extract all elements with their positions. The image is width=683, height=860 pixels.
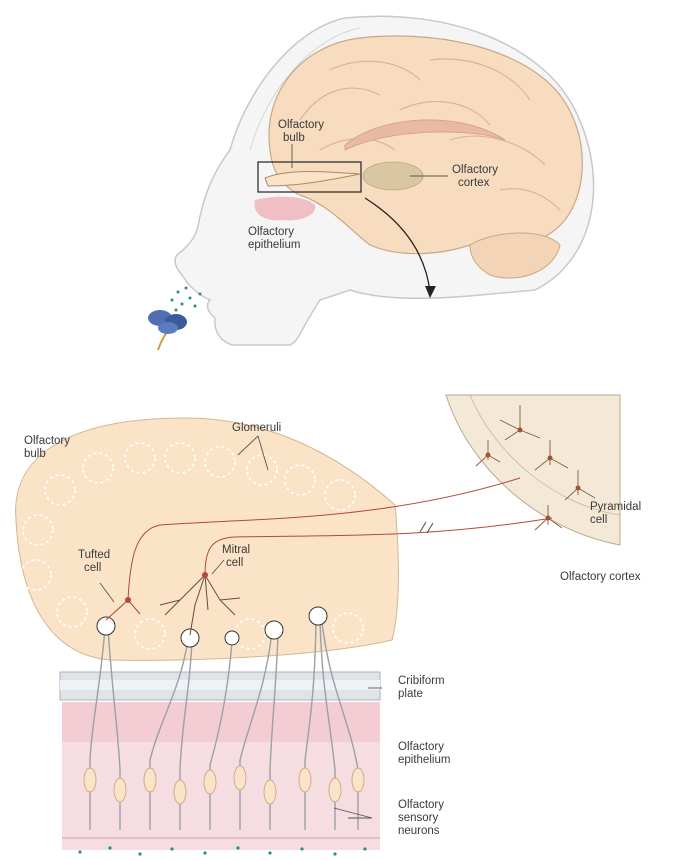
olfactory-epithelium-region [255, 197, 316, 221]
label-olfactory-sensory-neurons: Olfactory [398, 799, 444, 811]
top-label-olfactory-cortex: Olfactory [452, 164, 498, 176]
axon-break-marks [420, 522, 433, 533]
top-label-olfactory-cortex: cortex [458, 177, 490, 189]
flower-icon [148, 310, 187, 350]
top-label-olfactory-bulb: bulb [283, 132, 305, 144]
olfactory-epithelium [62, 702, 380, 850]
label-olfactory-sensory-neurons: sensory [398, 812, 439, 824]
label-mitral-cell: cell [226, 557, 243, 569]
label-olfactory-epithelium: Olfactory [398, 741, 444, 753]
label-olfactory-bulb: Olfactory [24, 435, 70, 447]
label-tufted-cell: cell [84, 562, 101, 574]
label-olfactory-epithelium: epithelium [398, 754, 450, 766]
label-pyramidal-cell: cell [590, 514, 607, 526]
top-label-olfactory-epithelium: Olfactory [248, 226, 294, 238]
label-pyramidal-cell: Pyramidal [590, 501, 641, 513]
top-label-olfactory-epithelium: epithelium [248, 239, 300, 251]
label-olfactory-cortex: Olfactory cortex [560, 571, 641, 583]
top-label-olfactory-bulb: Olfactory [278, 119, 324, 131]
label-tufted-cell: Tufted [78, 549, 110, 561]
label-mitral-cell: Mitral [222, 544, 250, 556]
label-cribiform-plate: Cribiform [398, 675, 445, 687]
label-olfactory-bulb: bulb [24, 448, 46, 460]
label-glomeruli: Glomeruli [232, 422, 281, 434]
label-olfactory-sensory-neurons: neurons [398, 825, 440, 837]
label-cribiform-plate: plate [398, 688, 423, 700]
